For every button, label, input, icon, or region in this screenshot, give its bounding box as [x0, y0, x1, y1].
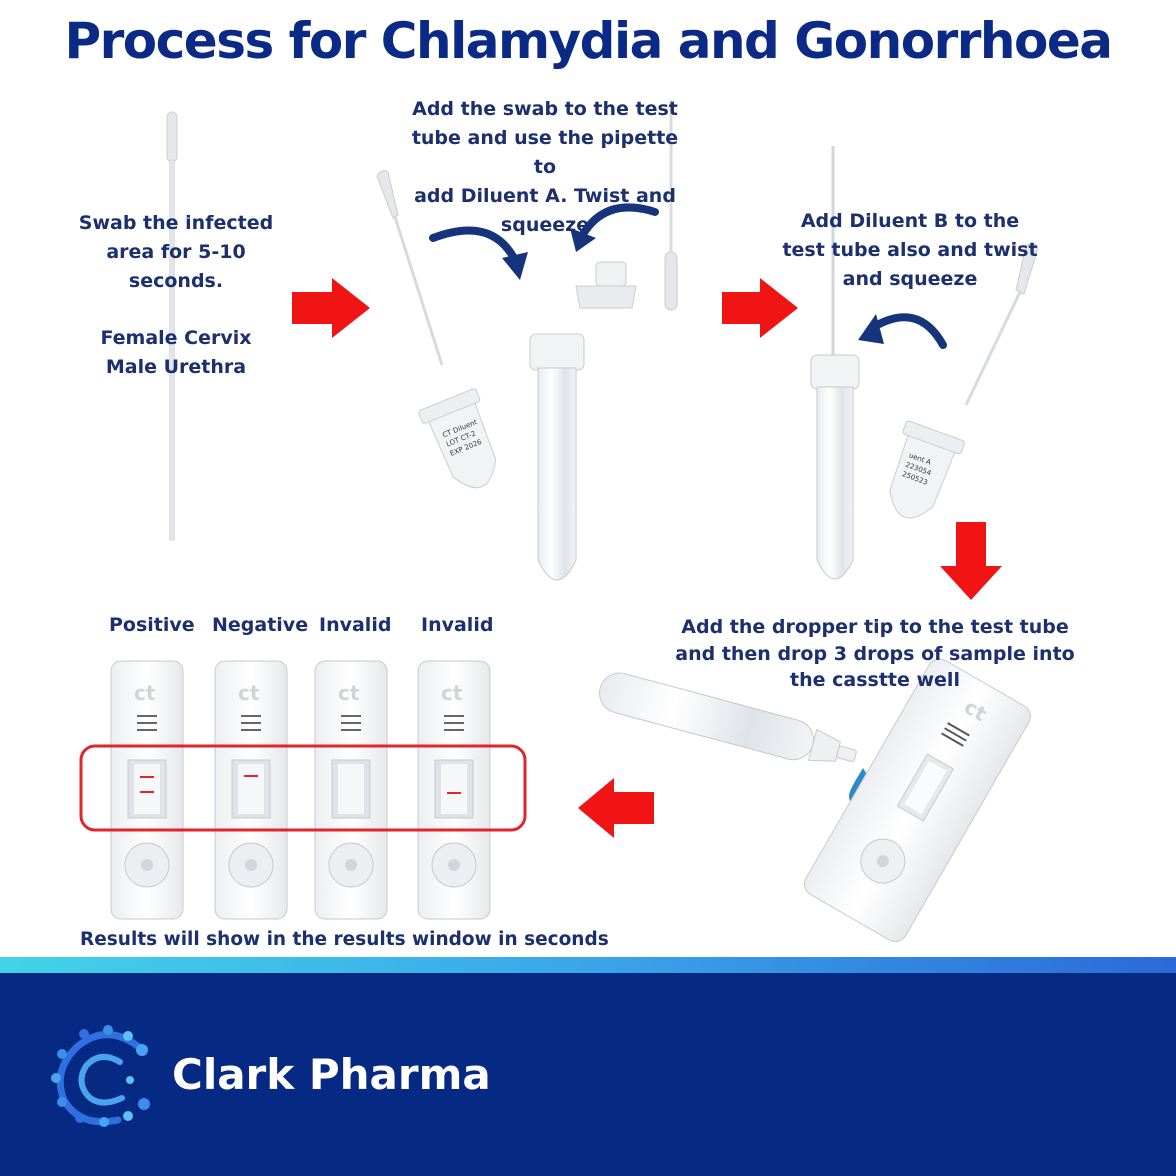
svg-text:ct: ct [441, 681, 463, 705]
step-swab-line: Swab the infected [78, 212, 274, 234]
curved-arrow-icon [868, 313, 947, 349]
step-diluent-a-line: tube and use the pipette to [411, 127, 679, 178]
step-swab-line: seconds. [128, 270, 224, 292]
pipette-icon [964, 242, 1039, 406]
footer-banner [0, 957, 1176, 1176]
red-arrow-right-icon [722, 278, 798, 338]
red-arrow-right-icon [292, 278, 370, 338]
step-dropper-line: the casstte well [790, 669, 960, 691]
step-diluent-a-line: squeeze [500, 214, 590, 236]
test-tube-icon [810, 354, 860, 580]
step-diluent-a-line: add Diluent A. Twist and [414, 185, 676, 207]
svg-text:ct: ct [238, 681, 260, 705]
red-arrow-down-icon [940, 522, 1002, 600]
step-swab-text: Swab the infected area for 5-10 seconds.… [60, 209, 292, 382]
step-dropper-text: Add the dropper tip to the test tube and… [668, 614, 1082, 694]
results-window-highlight [79, 744, 527, 832]
curved-arrow-icon [578, 203, 659, 240]
brand-name: Clark Pharma [172, 1050, 491, 1099]
curved-arrow-head-icon [858, 314, 884, 344]
diluent-vial-icon: CT Diluent LOT CT-2 EXP 2026 [418, 388, 497, 489]
swab-site-male: Male Urethra [105, 356, 247, 378]
footer-accent-stripe [0, 957, 1176, 973]
result-label-negative: Negative [212, 614, 309, 636]
curved-arrow-icon [429, 226, 520, 266]
step-diluent-a-line: Add the swab to the test [412, 98, 678, 120]
step-diluent-a-text: Add the swab to the test tube and use th… [405, 95, 685, 240]
result-label-invalid: Invalid [319, 614, 392, 636]
step-diluent-b-line: Add Diluent B to the [800, 210, 1020, 232]
cassette-positive: ct [110, 660, 184, 920]
step-diluent-b-text: Add Diluent B to the test tube also and … [780, 207, 1040, 294]
cassette-invalid-2: ct [417, 660, 491, 920]
swab-stick-icon [664, 100, 678, 311]
dropper-cap-icon [575, 261, 637, 309]
dropper-tube-icon [599, 672, 857, 763]
test-cassette-icon: ct [804, 658, 1031, 943]
step-dropper-line: Add the dropper tip to the test tube [681, 616, 1069, 638]
test-tube-icon [529, 333, 585, 581]
results-caption: Results will show in the results window … [80, 929, 609, 950]
curved-arrow-head-icon [502, 252, 528, 280]
step-diluent-b-line: and squeeze [842, 268, 978, 290]
process-illustration: CT Diluent LOT CT-2 EXP 2026 [79, 100, 1039, 943]
swab-site-female: Female Cervix [100, 327, 252, 349]
step-swab-line: area for 5-10 [106, 241, 246, 263]
swab-stick-icon [166, 111, 178, 541]
red-arrow-left-icon [578, 778, 654, 838]
svg-text:ct: ct [338, 681, 360, 705]
cassette-invalid-1: ct [314, 660, 388, 920]
pipette-icon [376, 170, 444, 366]
result-label-positive: Positive [109, 614, 195, 636]
svg-text:ct: ct [134, 681, 156, 705]
result-label-invalid: Invalid [421, 614, 494, 636]
result-cassettes: ct ct ct [110, 660, 491, 920]
page-title: Process for Chlamydia and Gonorrhoea [64, 12, 1113, 70]
step-dropper-line: and then drop 3 drops of sample into [675, 642, 1075, 665]
diluent-vial-icon: uent A 223054 250523 [889, 420, 965, 519]
step-diluent-b-line: test tube also and twist [782, 239, 1038, 261]
curved-arrow-head-icon [570, 228, 596, 252]
cassette-negative: ct [214, 660, 288, 920]
